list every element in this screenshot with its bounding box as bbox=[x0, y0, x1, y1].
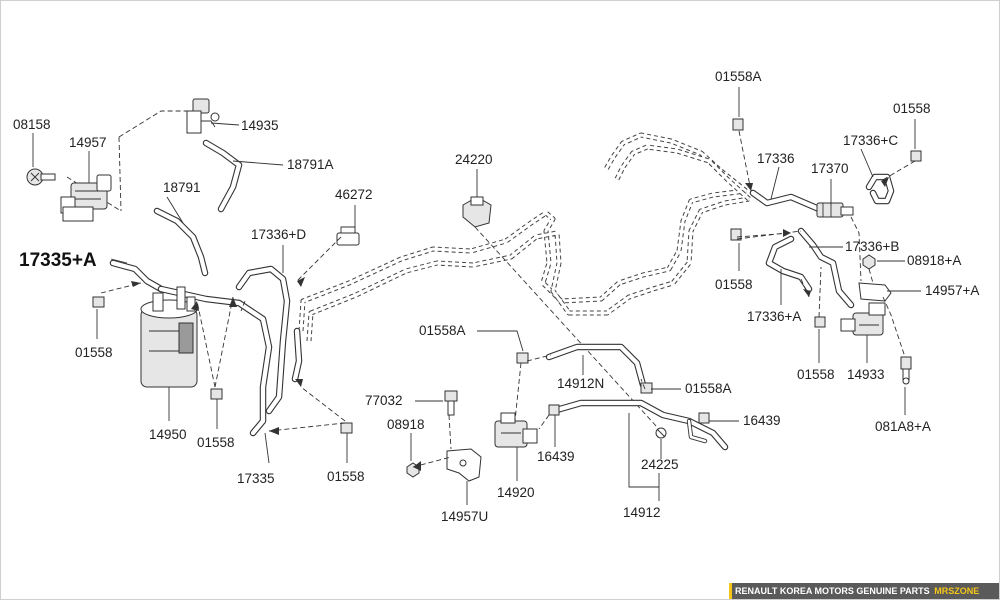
callout-77032: 77032 bbox=[365, 393, 403, 408]
clamp-24225 bbox=[655, 427, 667, 439]
clip-01558A-c2 bbox=[640, 382, 653, 394]
clip-01558-r2 bbox=[730, 228, 742, 241]
sensor-24220 bbox=[462, 196, 492, 228]
footer-brand: MRSZONE bbox=[934, 586, 980, 596]
callout-16439-c1: 16439 bbox=[537, 449, 575, 464]
callout-18791A: 18791A bbox=[287, 157, 334, 172]
callout-24220: 24220 bbox=[455, 152, 493, 167]
callout-labels: 08158 14957 14935 18791A 18791 17335+A 0… bbox=[13, 69, 979, 524]
arrowheads bbox=[131, 177, 889, 471]
callout-081A8A: 081A8+A bbox=[875, 419, 931, 434]
callout-08918: 08918 bbox=[387, 417, 425, 432]
callout-17336C: 17336+C bbox=[843, 133, 898, 148]
callout-17335: 17335 bbox=[237, 471, 275, 486]
callout-14950: 14950 bbox=[149, 427, 187, 442]
callout-01558-l2: 01558 bbox=[197, 435, 235, 450]
callout-17336B: 17336+B bbox=[845, 239, 899, 254]
callout-14935: 14935 bbox=[241, 118, 279, 133]
callout-08158: 08158 bbox=[13, 117, 51, 132]
clip-01558-r1 bbox=[910, 150, 922, 162]
clip-46272 bbox=[336, 226, 360, 246]
callout-01558A-r: 01558A bbox=[715, 69, 762, 84]
left-canister-group bbox=[26, 98, 360, 437]
bolt-081A8A bbox=[900, 356, 912, 385]
clip-01558-l1 bbox=[92, 296, 105, 308]
connector-14935 bbox=[186, 98, 220, 134]
callout-17336D: 17336+D bbox=[251, 227, 306, 242]
callout-16439-c2: 16439 bbox=[743, 413, 781, 428]
center-valve-group bbox=[406, 196, 729, 482]
clip-01558-r3 bbox=[814, 316, 826, 328]
dashed-body-pipes bbox=[298, 132, 751, 342]
valve-17370 bbox=[816, 202, 854, 218]
callout-17335A: 17335+A bbox=[19, 250, 97, 271]
callout-17336: 17336 bbox=[757, 151, 795, 166]
callout-14912N: 14912N bbox=[557, 376, 604, 391]
canister-14950 bbox=[140, 286, 198, 388]
callout-14957: 14957 bbox=[69, 135, 107, 150]
callout-01558-l1: 01558 bbox=[75, 345, 113, 360]
callout-01558-r1: 01558 bbox=[893, 101, 931, 116]
clip-01558A-c1 bbox=[516, 352, 529, 364]
callout-01558-l3: 01558 bbox=[327, 469, 365, 484]
callout-14957U: 14957U bbox=[441, 509, 488, 524]
clip-01558-l3 bbox=[340, 422, 353, 434]
callout-14920: 14920 bbox=[497, 485, 535, 500]
bracket-14957A bbox=[858, 282, 892, 302]
clip-16439-c2 bbox=[698, 412, 710, 424]
clip-01558-l2 bbox=[210, 388, 223, 400]
callout-08918A: 08918+A bbox=[907, 253, 961, 268]
callout-01558-r2: 01558 bbox=[715, 277, 753, 292]
solenoid-14933 bbox=[840, 302, 886, 336]
bracket-14957U bbox=[446, 448, 482, 482]
bolt-08158 bbox=[26, 168, 56, 186]
nut-08918A bbox=[862, 254, 876, 270]
clip-16439-c1 bbox=[548, 404, 560, 416]
callout-01558-r3: 01558 bbox=[797, 367, 835, 382]
footer-accent-stripe bbox=[729, 583, 732, 599]
callout-14933: 14933 bbox=[847, 367, 885, 382]
footer-text: RENAULT KOREA MOTORS GENUINE PARTS bbox=[735, 586, 930, 596]
callout-17370: 17370 bbox=[811, 161, 849, 176]
footer-watermark: RENAULT KOREA MOTORS GENUINE PARTS MRSZO… bbox=[729, 583, 999, 599]
callout-18791: 18791 bbox=[163, 180, 201, 195]
leader-lines bbox=[32, 87, 921, 505]
callout-46272: 46272 bbox=[335, 187, 373, 202]
valve-14920 bbox=[494, 412, 538, 448]
callout-14912: 14912 bbox=[623, 505, 661, 520]
clip-01558A-r bbox=[732, 118, 744, 131]
callout-24225: 24225 bbox=[641, 457, 679, 472]
callout-01558A-c1: 01558A bbox=[419, 323, 466, 338]
right-purge-group bbox=[730, 118, 922, 385]
callout-14957A: 14957+A bbox=[925, 283, 979, 298]
bolt-77032 bbox=[444, 390, 458, 416]
callout-01558A-c2: 01558A bbox=[685, 381, 732, 396]
solenoid-valve-14957 bbox=[60, 174, 112, 222]
callout-17336A: 17336+A bbox=[747, 309, 801, 324]
